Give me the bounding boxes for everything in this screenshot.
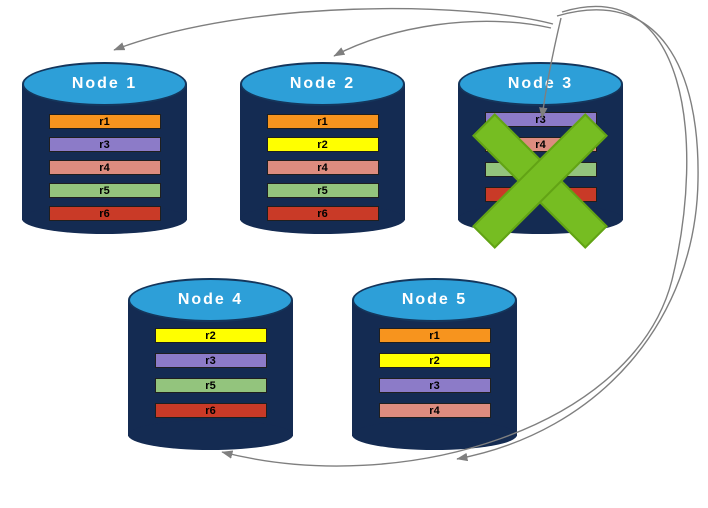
replica-bar: r4 xyxy=(266,160,379,175)
replica-bar: r4 xyxy=(48,160,161,175)
replica-bar: r5 xyxy=(266,183,379,198)
node-1: Node 1 r1 r3 r4 r5 r6 xyxy=(22,62,187,234)
cylinder-top: Node 1 xyxy=(22,62,187,106)
node-title: Node 5 xyxy=(401,291,468,308)
replica-bar: r2 xyxy=(154,328,267,343)
replica-list: r2 r3 r5 r6 xyxy=(128,328,293,418)
replica-bar: r6 xyxy=(48,206,161,221)
replica-list: r1 r2 r3 r4 xyxy=(352,328,517,418)
replica-bar: r1 xyxy=(48,114,161,129)
replica-bar: r5 xyxy=(154,378,267,393)
replica-bar: r1 xyxy=(266,114,379,129)
cylinder-top: Node 2 xyxy=(240,62,405,106)
cylinder-bottom xyxy=(352,420,517,450)
node-5: Node 5 r1 r2 r3 r4 xyxy=(352,278,517,450)
failure-x-icon xyxy=(460,102,620,262)
arrow-to-node-1 xyxy=(113,7,554,51)
cylinder-bottom xyxy=(128,420,293,450)
replica-bar: r3 xyxy=(154,353,267,368)
replica-bar: r3 xyxy=(48,137,161,152)
node-title: Node 1 xyxy=(71,75,138,92)
node-3: Node 3 r3 r4 r5 r6 xyxy=(458,62,623,249)
node-title: Node 4 xyxy=(177,291,244,308)
replica-list: r1 r3 r4 r5 r6 xyxy=(22,114,187,221)
node-2: Node 2 r1 r2 r4 r5 r6 xyxy=(240,62,405,234)
cylinder-top: Node 4 xyxy=(128,278,293,322)
arrow-to-node-2 xyxy=(333,20,552,57)
replica-bar: r2 xyxy=(378,353,491,368)
replica-bar: r6 xyxy=(266,206,379,221)
node-title: Node 3 xyxy=(507,75,574,92)
replica-bar: r4 xyxy=(378,403,491,418)
node-title: Node 2 xyxy=(289,75,356,92)
replica-bar: r6 xyxy=(154,403,267,418)
replica-bar: r5 xyxy=(48,183,161,198)
node-4: Node 4 r2 r3 r5 r6 xyxy=(128,278,293,450)
replica-bar: r3 xyxy=(378,378,491,393)
replica-bar: r2 xyxy=(266,137,379,152)
cylinder-top: Node 3 xyxy=(458,62,623,106)
cylinder-top: Node 5 xyxy=(352,278,517,322)
replica-list: r1 r2 r4 r5 r6 xyxy=(240,114,405,221)
replica-bar: r1 xyxy=(378,328,491,343)
